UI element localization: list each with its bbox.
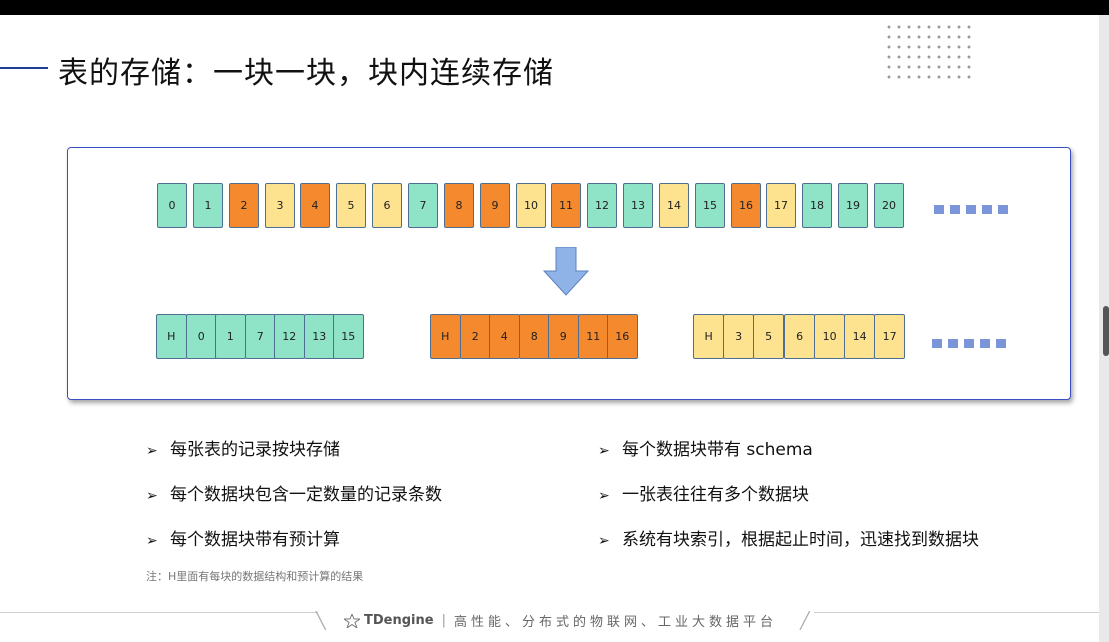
data-block: 11	[551, 183, 581, 228]
bullet-text: 每个数据块带有 schema	[622, 440, 813, 460]
data-block: 13	[623, 183, 653, 228]
bullet-left-3: ➢ 每个数据块带有预计算	[146, 525, 340, 550]
yellow-table-block: 6	[784, 314, 816, 359]
more-blocks-ellipsis	[934, 205, 1008, 214]
bullet-marker: ➢	[598, 533, 610, 549]
more-blocks-ellipsis	[932, 339, 1006, 348]
bullet-marker: ➢	[146, 488, 158, 504]
data-block: 19	[838, 183, 868, 228]
bullet-marker: ➢	[146, 443, 158, 459]
bullet-text: 每个数据块带有预计算	[170, 530, 340, 550]
data-block: 14	[659, 183, 689, 228]
footer-slogan: 高性能、分布式的物联网、工业大数据平台	[453, 615, 777, 630]
data-block: 20	[874, 183, 904, 228]
bullet-left-2: ➢ 每个数据块包含一定数量的记录条数	[146, 480, 442, 505]
bullet-text: 一张表往往有多个数据块	[622, 485, 809, 505]
bullet-right-3: ➢ 系统有块索引，根据起止时间，迅速找到数据块	[598, 525, 979, 550]
down-arrow-icon	[542, 247, 590, 296]
window-top-bar	[0, 0, 1109, 15]
data-block: 17	[766, 183, 796, 228]
orange-table-block: 2	[460, 314, 491, 359]
data-block: 16	[731, 183, 761, 228]
yellow-table-block: 14	[844, 314, 876, 359]
bullet-text: 每张表的记录按块存储	[170, 440, 340, 460]
footer-rule-right	[814, 612, 1099, 613]
green-table-block: 1	[215, 314, 246, 359]
orange-table-block: 9	[548, 314, 579, 359]
footer: TDengine | 高性能、分布式的物联网、工业大数据平台	[344, 611, 777, 630]
footer-brand: TDengine	[364, 613, 434, 628]
data-block: 18	[802, 183, 832, 228]
data-block: 2	[229, 183, 259, 228]
data-block: 9	[480, 183, 510, 228]
data-block: 3	[265, 183, 295, 228]
block-header: H	[156, 314, 187, 359]
yellow-table-block: 10	[814, 314, 846, 359]
orange-table-block: 11	[578, 314, 609, 359]
data-block: 10	[516, 183, 546, 228]
bullet-left-1: ➢ 每张表的记录按块存储	[146, 435, 340, 460]
footer-separator: |	[441, 613, 446, 628]
data-block: 4	[300, 183, 330, 228]
data-block: 12	[587, 183, 617, 228]
green-table-block: 12	[274, 314, 305, 359]
yellow-table-block: 5	[753, 314, 785, 359]
green-table-block: 13	[304, 314, 335, 359]
block-header: H	[430, 314, 461, 359]
green-table-block: 7	[245, 314, 276, 359]
data-block: 7	[408, 183, 438, 228]
slide-title: 表的存储：一块一块，块内连续存储	[58, 56, 554, 91]
bullet-right-2: ➢ 一张表往往有多个数据块	[598, 480, 809, 505]
bullet-right-1: ➢ 每个数据块带有 schema	[598, 435, 813, 460]
bullet-marker: ➢	[146, 533, 158, 549]
data-block: 5	[336, 183, 366, 228]
tdengine-logo-icon	[344, 613, 360, 628]
footer-slash-left: ╲	[316, 611, 326, 630]
orange-table-block: 16	[607, 314, 638, 359]
green-table-block: 0	[186, 314, 217, 359]
data-block: 8	[444, 183, 474, 228]
dot-grid-decoration	[884, 22, 976, 82]
bullet-text: 每个数据块包含一定数量的记录条数	[170, 485, 442, 505]
scroll-thumb[interactable]	[1103, 306, 1109, 356]
green-table-block: 15	[333, 314, 364, 359]
footnote: 注：H里面有每块的数据结构和预计算的结果	[146, 570, 364, 583]
block-header: H	[693, 314, 725, 359]
data-block: 6	[372, 183, 402, 228]
orange-table-block: 4	[489, 314, 520, 359]
bullet-text: 系统有块索引，根据起止时间，迅速找到数据块	[622, 530, 979, 550]
yellow-table-block: 17	[874, 314, 906, 359]
data-block: 1	[193, 183, 223, 228]
title-accent-line	[0, 67, 48, 69]
footer-slash-right: ╱	[800, 611, 810, 630]
bullet-marker: ➢	[598, 488, 610, 504]
bullet-marker: ➢	[598, 443, 610, 459]
data-block: 15	[695, 183, 725, 228]
data-block: 0	[157, 183, 187, 228]
orange-table-block: 8	[519, 314, 550, 359]
footer-rule-left	[0, 612, 318, 613]
yellow-table-block: 3	[723, 314, 755, 359]
